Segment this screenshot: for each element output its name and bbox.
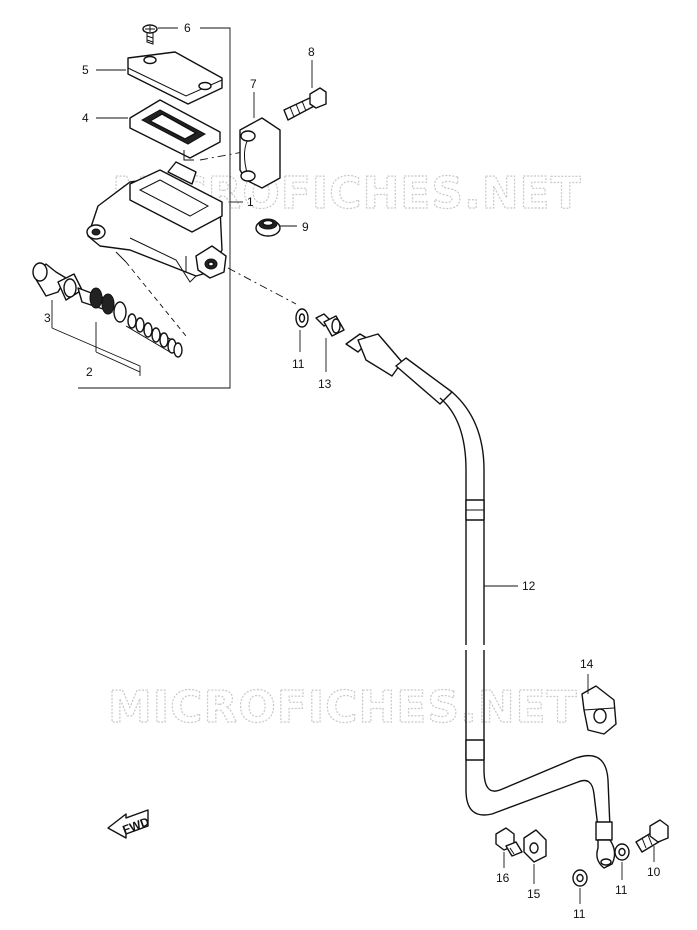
callout-11-bottom: 11 [573, 907, 586, 921]
washer-11-right [614, 843, 630, 861]
callout-13: 13 [318, 377, 332, 391]
diaphragm-4 [129, 99, 221, 161]
clip-14 [581, 685, 617, 735]
spring-2 [125, 313, 183, 358]
reservoir-cap-5 [127, 51, 223, 105]
master-cylinder-1 [86, 161, 227, 283]
piston-assembly-3 [32, 262, 127, 323]
callout-7: 7 [250, 77, 257, 91]
callout-2: 2 [86, 365, 93, 379]
leader-3 [51, 327, 141, 376]
union-bolt-13 [315, 313, 345, 337]
callout-4: 4 [82, 111, 89, 125]
assembly-bracket [78, 27, 231, 389]
clamp-7 [239, 117, 281, 189]
callout-3: 3 [44, 311, 51, 325]
leader-2 [95, 351, 141, 373]
callout-1: 1 [247, 195, 254, 209]
washer-11-upper [295, 308, 309, 328]
fwd-arrow-icon: FWD [107, 809, 151, 839]
callout-6: 6 [184, 21, 191, 35]
bolt-10 [635, 819, 669, 853]
bolt-16 [495, 827, 523, 857]
callout-15: 15 [527, 887, 541, 901]
callout-12: 12 [522, 579, 536, 593]
guide-15 [523, 829, 547, 863]
brake-hose-12 [345, 333, 616, 869]
screw-6 [142, 24, 158, 45]
dash-line-body-to-washer [227, 267, 297, 305]
washer-11-bottom [572, 869, 588, 887]
dash-line-spring [125, 261, 187, 337]
callout-8: 8 [308, 45, 315, 59]
callout-9: 9 [302, 220, 309, 234]
callout-14: 14 [580, 657, 594, 671]
callout-11-upper: 11 [292, 357, 305, 371]
watermark-bottom: MICROFICHES.NET [108, 682, 578, 733]
callout-5: 5 [82, 63, 89, 77]
bolt-8 [283, 87, 327, 121]
grommet-9 [255, 218, 281, 237]
callout-16: 16 [496, 871, 510, 885]
callout-11-right: 11 [615, 883, 628, 897]
callout-10: 10 [647, 865, 661, 879]
